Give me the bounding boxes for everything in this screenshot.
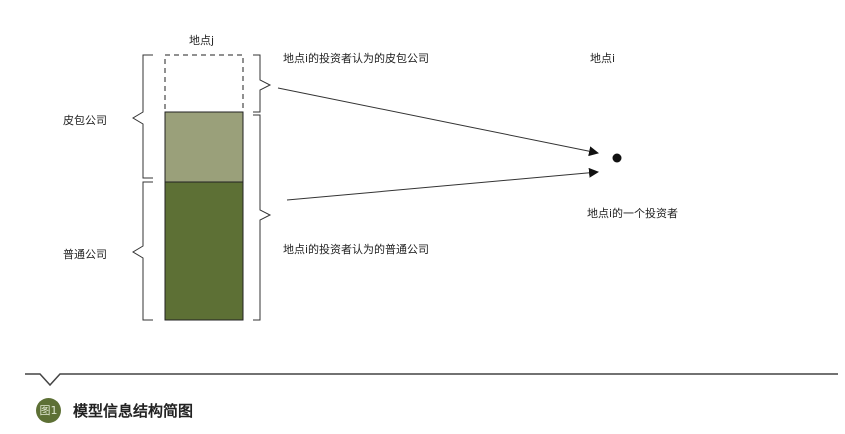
normal-company-bar (164, 181, 244, 321)
arrow-shell (277, 87, 599, 157)
figure-badge: 图1 (36, 398, 61, 423)
perceived-shell-label: 地点i的投资者认为的皮包公司 (283, 52, 430, 65)
left-brace-shell (132, 54, 153, 179)
perceived-normal-label: 地点i的投资者认为的普通公司 (283, 243, 430, 256)
shell-company-label: 皮包公司 (63, 114, 107, 127)
arrow-normal (286, 167, 599, 201)
investor-dot (612, 153, 622, 163)
right-brace-normal (253, 114, 272, 321)
right-brace-shell (253, 54, 272, 113)
shell-company-bar (164, 111, 244, 183)
location-i-label: 地点i (590, 52, 616, 65)
normal-company-label: 普通公司 (63, 248, 107, 261)
location-j-label: 地点j (189, 34, 215, 47)
investor-label: 地点i的一个投资者 (587, 207, 679, 220)
perceived-shell-box (164, 54, 244, 113)
caption-divider (25, 373, 838, 387)
figure-caption: 模型信息结构简图 (73, 402, 194, 420)
left-brace-normal (132, 181, 153, 321)
